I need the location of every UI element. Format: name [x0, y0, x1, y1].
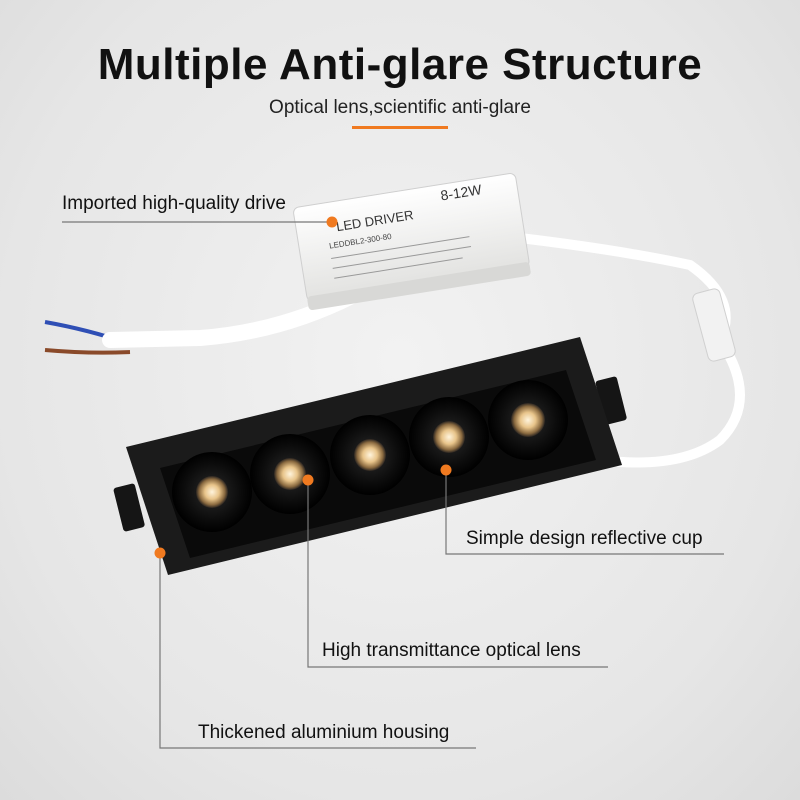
output-cable — [515, 233, 745, 468]
page-subtitle: Optical lens,scientific anti-glare — [269, 97, 531, 118]
callout-lines — [62, 221, 724, 749]
drive-callout-dot — [326, 216, 338, 228]
cup-callout-dot — [440, 464, 452, 476]
reflective-cups — [172, 380, 568, 532]
lens-callout-label: High transmittance optical lens — [322, 640, 581, 661]
housing-callout-label: Thickened aluminium housing — [198, 722, 450, 743]
housing-callout-dot — [154, 547, 166, 559]
subtitle-underline — [352, 126, 448, 129]
led-driver-box: LED DRIVER 8-12W LEDDBL2-300-80 — [293, 173, 531, 311]
lens-callout-dot — [302, 474, 314, 486]
cup-callout-label: Simple design reflective cup — [466, 528, 703, 549]
driver-power-text: 8-12W — [439, 181, 483, 203]
drive-callout-label: Imported high-quality drive — [62, 193, 286, 214]
input-wires — [44, 288, 360, 355]
page-title: Multiple Anti-glare Structure — [97, 40, 703, 89]
left-clip — [113, 483, 145, 532]
